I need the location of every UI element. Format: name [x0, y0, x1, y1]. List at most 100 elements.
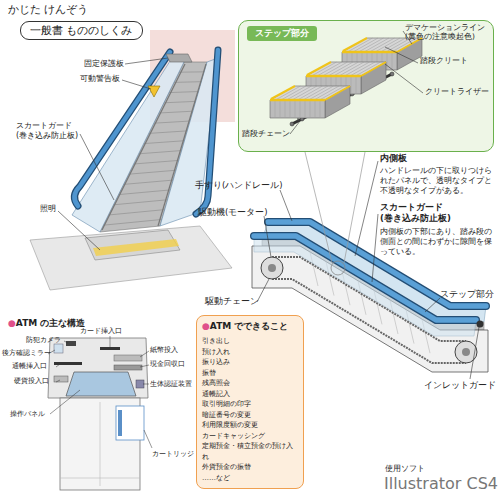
- illustration-circle: [462, 348, 470, 356]
- step-edge: [113, 200, 167, 205]
- step-edge: [169, 92, 199, 93]
- zoom-lines: [305, 152, 365, 263]
- illustration-line: [344, 152, 365, 263]
- illustration-line: [355, 161, 378, 256]
- illustration-line: [305, 152, 332, 263]
- illustration-line: [140, 351, 149, 357]
- illustration-rect: [150, 30, 235, 122]
- illustration-line: [425, 298, 440, 312]
- part-label: 硬貨投入口: [14, 377, 49, 386]
- step-edge: [108, 210, 164, 215]
- left-leaders: [58, 58, 168, 250]
- illustration-line: [158, 64, 206, 226]
- box-heading: 一般書 もののしくみ: [30, 23, 133, 38]
- list-item: 外貨預金の振替: [202, 462, 298, 473]
- illustration-line: [470, 327, 479, 379]
- step-edge: [103, 219, 162, 225]
- illustration-circle: [477, 321, 484, 328]
- truss-brace: [374, 290, 382, 324]
- step-edge: [164, 101, 196, 102]
- section-heading: ●ATM の主な構造: [8, 318, 85, 329]
- part-label: 防犯カメラ: [26, 336, 61, 345]
- list-item: 取引明細の印字: [202, 399, 298, 410]
- part-label: ステップ部分: [440, 289, 494, 300]
- truss-brace: [326, 262, 334, 296]
- step-edge: [134, 160, 179, 164]
- part-label: 可動警告板: [80, 74, 120, 84]
- list-item: 利用限度額の変更: [202, 420, 298, 431]
- illustration-circle: [268, 264, 276, 272]
- part-label: 固定保護板: [84, 59, 124, 69]
- step-lines: [103, 72, 204, 225]
- software-note: 使用ソフト: [385, 464, 425, 474]
- illustration-polygon: [93, 239, 179, 256]
- truss-brace: [310, 252, 318, 286]
- illustration-path: [74, 52, 170, 206]
- part-label: 駆動チェーン: [205, 296, 259, 307]
- part-label: 内側板: [380, 153, 407, 164]
- step-edge: [144, 141, 185, 144]
- part-label: スカートガード (巻き込み防止板): [380, 202, 451, 223]
- illustration-line: [60, 478, 140, 479]
- note-text: ハンドレールの下に取りつけられたパネルで、透明なタイプと不透明なタイプがある。: [380, 166, 492, 195]
- part-label: クリートライザー: [425, 87, 489, 97]
- truss-brace: [342, 271, 350, 305]
- illustration-path: [254, 236, 476, 320]
- step-edge: [149, 131, 188, 134]
- note-text: 内側板の下部にあり、踏み段の側面との間にわずかに隙間を保っている。: [380, 227, 492, 256]
- illustration-line: [64, 341, 68, 343]
- step-edge: [179, 71, 204, 72]
- illustration-circle: [261, 257, 283, 279]
- list-item: 振り込み: [202, 357, 298, 368]
- step-edge: [118, 190, 170, 195]
- illustration-rect: [60, 398, 140, 490]
- illustration-polygon: [100, 62, 207, 232]
- illustration-polygon: [148, 86, 160, 97]
- list-item: 振替: [202, 368, 298, 379]
- left-escalator: [30, 30, 235, 290]
- list-item: 定期預金・積立預金の預け入れ: [202, 441, 298, 462]
- part-label: 踏段チェーン: [242, 129, 290, 139]
- illustration-circle: [331, 261, 345, 275]
- illustration-line: [102, 64, 185, 230]
- step-edge: [129, 170, 176, 174]
- software-name: Illustrator CS4: [384, 474, 498, 494]
- illustration-rect: [118, 410, 122, 436]
- illustration-polygon: [66, 372, 136, 396]
- illustration-line: [58, 211, 100, 250]
- list-item: 引き出し: [202, 336, 298, 347]
- truss-brace: [390, 300, 398, 334]
- illustration-polygon: [48, 338, 148, 398]
- part-label: デマケーションライン (黄色の注意喚起色): [405, 23, 485, 42]
- illustration-line: [110, 336, 111, 347]
- part-label: 踏段クリート: [420, 56, 468, 66]
- illustration-rect: [114, 365, 142, 370]
- illustration-rect: [136, 380, 144, 388]
- illustration-polygon: [72, 58, 184, 232]
- step-edge: [154, 121, 190, 123]
- box-heading: ステップ部分: [247, 26, 317, 41]
- list-item: 預け入れ: [202, 347, 298, 358]
- illustration-polygon: [160, 58, 218, 226]
- illustration-line: [56, 380, 60, 382]
- step-edge: [174, 81, 201, 83]
- illustration-circle: [455, 341, 477, 363]
- part-label: 紙幣投入: [150, 346, 178, 355]
- list-item: 暗証番号の変更: [202, 410, 298, 421]
- illustration-line: [100, 402, 101, 486]
- illustration-polygon: [30, 226, 232, 290]
- part-label: スカートガード (巻き込み防止板): [16, 121, 78, 141]
- illustration-path: [74, 52, 170, 206]
- illustration-rect: [54, 344, 63, 353]
- illustration-line: [122, 80, 151, 89]
- illustration-rect: [116, 406, 144, 440]
- illustration-line: [50, 390, 80, 414]
- illustration-line: [140, 365, 149, 367]
- atm-feature-box: ●ATM でできること引き出し預け入れ振り込み振替残高照会通帳記入取引明細の印字…: [196, 315, 304, 489]
- part-label: カード挿入口: [80, 327, 122, 336]
- box-heading: ●ATM でできること: [202, 320, 298, 333]
- list-item: カードキャッシング: [202, 431, 298, 442]
- title-text: かじた けんぞう: [8, 3, 89, 17]
- illustration-path: [254, 236, 476, 320]
